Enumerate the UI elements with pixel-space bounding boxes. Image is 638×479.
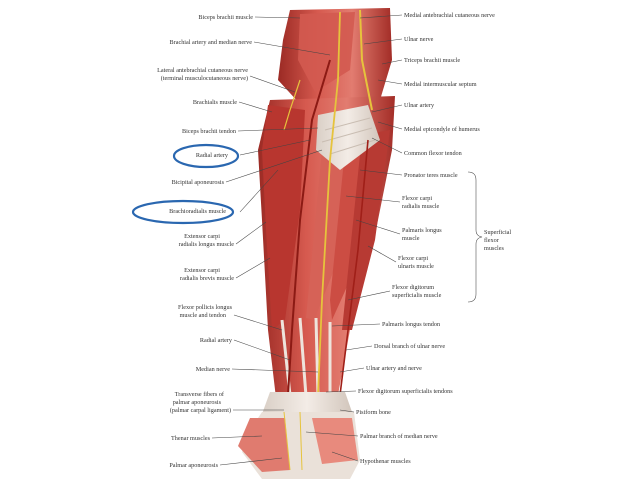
label-flexor-pollicis-longus-2: muscle and tendon [180,312,226,319]
label-extensor-carpi-radialis-brevis-2: radialis brevis muscle [180,275,234,282]
label-medial-epicondyle: Medial epicondyle of humerus [404,126,480,133]
lateral-cutaneous-nerve-line [283,79,301,131]
label-extensor-carpi-radialis-longus-1: Extensor carpi [184,233,220,240]
label-ulnar-nerve: Ulnar nerve [404,36,434,43]
right-labels: Medial antebrachial cutaneous nerve Ulna… [356,12,495,465]
label-palmar-branch-median-nerve: Palmar branch of median nerve [360,433,438,440]
forearm-tendons [280,317,332,397]
label-bicipital-aponeurosis: Bicipital aponeurosis [172,179,225,186]
label-palmaris-longus-tendon: Palmaris longus tendon [382,321,440,328]
label-ulnar-artery-upper: Ulnar artery [404,102,435,109]
label-extensor-carpi-radialis-longus-2: radialis longus muscle [179,241,235,248]
superficial-flexor-bracket [467,171,483,303]
group-label-line-3: muscles [484,245,505,252]
label-radial-artery-lower: Radial artery [200,337,233,344]
label-flexor-digitorum-superficialis-2: superficialis muscle [392,292,442,299]
ulnar-artery-line [339,139,369,396]
label-transverse-fibers-2: palmar aponeurosis [173,399,222,406]
highlight-radial-artery [172,143,240,169]
thenar-shape [238,418,290,472]
label-triceps-brachii: Triceps brachii muscle [404,57,460,64]
label-medial-intermuscular-septum: Medial intermuscular septum [404,81,477,88]
label-flexor-pollicis-longus-1: Flexor pollicis longus [178,304,233,311]
label-medial-antebrachial-cutaneous-nerve: Medial antebrachial cutaneous nerve [404,12,495,19]
label-palmar-aponeurosis: Palmar aponeurosis [169,462,218,469]
label-flexor-carpi-ulnaris-2: ulnaris muscle [398,263,434,270]
right-leader-lines [305,14,403,462]
group-label-line-1: Superficial [484,229,511,236]
label-flexor-carpi-radialis-1: Flexor carpi [402,195,432,202]
highlight-brachioradialis [131,199,235,225]
label-fds-tendons: Flexor digitorum superficialis tendons [358,388,453,395]
label-lateral-antebrachial-cutaneous-nerve: Lateral antebrachial cutaneous nerve [157,67,248,74]
label-common-flexor-tendon: Common flexor tendon [404,150,462,157]
left-labels: Biceps brachii muscle Brachial artery an… [157,14,253,469]
label-palmaris-longus-1: Palmaris longus [402,227,442,234]
label-hypothenar-muscles: Hypothenar muscles [360,458,411,465]
label-transverse-fibers-1: Transverse fibers of [175,391,225,398]
label-biceps-brachii: Biceps brachii muscle [198,14,253,21]
label-median-nerve: Median nerve [196,366,230,373]
label-brachioradialis: Brachioradialis muscle [169,208,226,215]
label-palmaris-longus-2: muscle [402,235,420,242]
label-transverse-fibers-3: (palmar carpal ligament) [170,407,231,414]
group-label-line-2: flexor [484,237,499,244]
label-dorsal-branch-ulnar-nerve: Dorsal branch of ulnar nerve [374,343,445,350]
label-biceps-brachii-tendon: Biceps brachii tendon [182,128,236,135]
median-nerve-line [317,11,341,396]
label-flexor-digitorum-superficialis-1: Flexor digitorum [392,284,434,291]
flexor-carpi-radialis-shape [306,140,350,320]
label-terminal-musculocutaneous-nerve: (terminal musculocutaneous nerve) [161,75,248,82]
hypothenar-shape [312,418,358,464]
group-label-superficial-flexor-muscles: Superficial flexor muscles [484,229,511,252]
left-leader-lines [211,16,331,466]
label-extensor-carpi-radialis-brevis-1: Extensor carpi [184,267,220,274]
label-flexor-carpi-radialis-2: radialis muscle [402,203,440,210]
brachioradialis-shape [262,105,305,330]
label-flexor-carpi-ulnaris-1: Flexor carpi [398,255,428,262]
label-pisiform-bone: Pisiform bone [356,409,391,416]
label-radial-artery-upper: Radial artery [196,152,229,159]
biceps-muscle [298,12,355,92]
label-brachialis: Brachialis muscle [193,99,237,106]
label-thenar-muscles: Thenar muscles [171,435,211,442]
wrist [262,392,352,414]
label-brachial-artery-median-nerve: Brachial artery and median nerve [170,39,253,46]
label-pronator-teres: Pronator teres muscle [404,172,458,179]
ulnar-nerve-line [359,9,373,111]
label-ulnar-artery-and-nerve: Ulnar artery and nerve [366,365,422,372]
radial-artery-line [287,59,331,396]
